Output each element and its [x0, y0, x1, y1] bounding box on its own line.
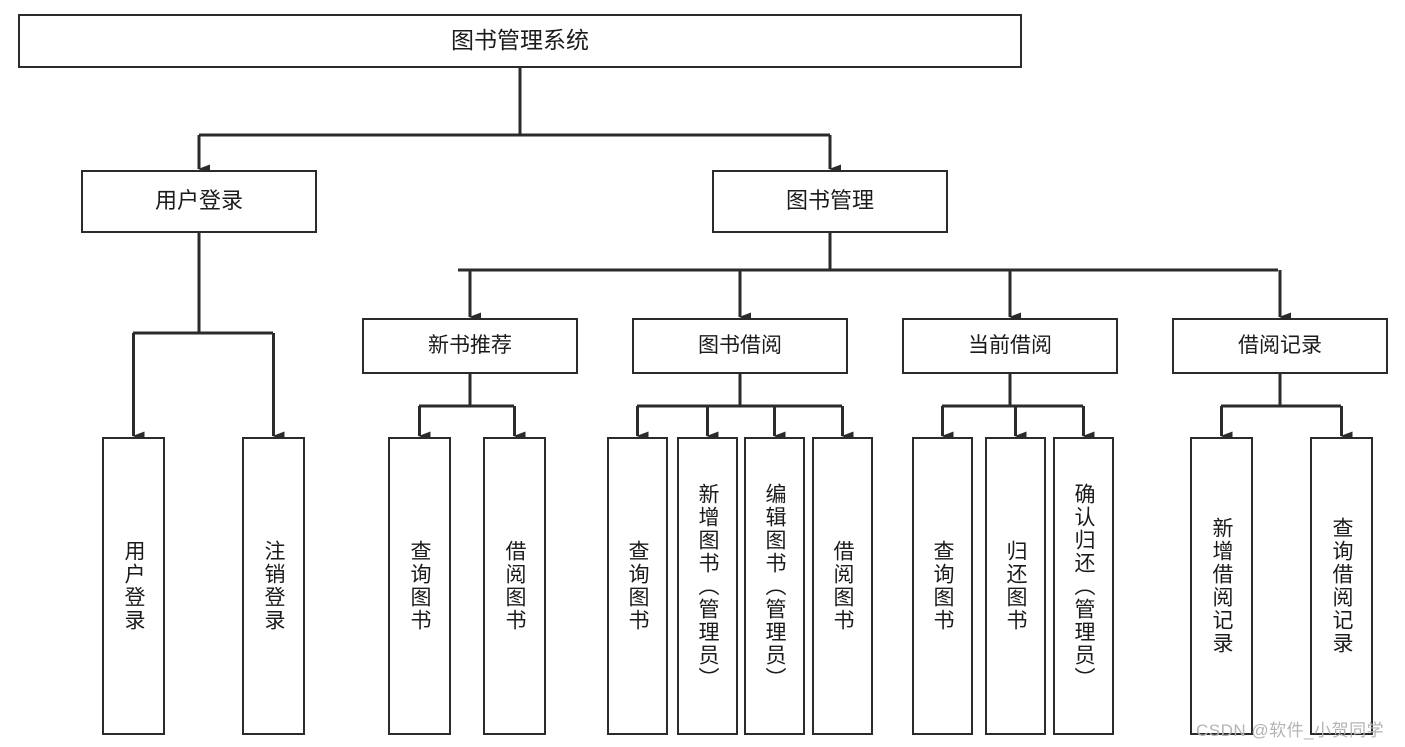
- leaf-return-book-label: 归还图书: [1004, 540, 1027, 632]
- leaf-query-book-current-label: 查询图书: [931, 540, 954, 632]
- node-current-borrow[interactable]: 当前借阅: [902, 318, 1118, 374]
- node-book-management-label: 图书管理: [785, 188, 874, 214]
- leaf-query-book-recommend[interactable]: 查询图书: [388, 437, 451, 735]
- leaf-query-borrow-record-label: 查询借阅记录: [1330, 517, 1353, 655]
- leaf-query-book-borrow-label: 查询图书: [626, 540, 649, 632]
- node-borrow-records[interactable]: 借阅记录: [1172, 318, 1388, 374]
- leaf-query-book-current[interactable]: 查询图书: [912, 437, 973, 735]
- node-book-management[interactable]: 图书管理: [712, 170, 948, 233]
- leaf-borrow-book-label: 借阅图书: [831, 540, 854, 632]
- csdn-watermark: CSDN @软件_小贺同学: [1196, 721, 1385, 740]
- leaf-user-login-label: 用户登录: [122, 540, 145, 632]
- leaf-confirm-return-admin-label: 确认归还（管理员）: [1072, 482, 1095, 690]
- node-root[interactable]: 图书管理系统: [18, 14, 1022, 68]
- leaf-add-book-admin-label: 新增图书（管理员）: [696, 482, 719, 690]
- node-new-book-recommend[interactable]: 新书推荐: [362, 318, 578, 374]
- leaf-query-book-borrow[interactable]: 查询图书: [607, 437, 668, 735]
- leaf-borrow-book-recommend-label: 借阅图书: [503, 540, 526, 632]
- leaf-return-book[interactable]: 归还图书: [985, 437, 1046, 735]
- leaf-add-book-admin[interactable]: 新增图书（管理员）: [677, 437, 738, 735]
- leaf-borrow-book[interactable]: 借阅图书: [812, 437, 873, 735]
- leaf-query-borrow-record[interactable]: 查询借阅记录: [1310, 437, 1373, 735]
- node-root-label: 图书管理系统: [451, 27, 589, 54]
- node-book-borrow-label: 图书借阅: [698, 333, 782, 357]
- node-book-borrow[interactable]: 图书借阅: [632, 318, 848, 374]
- leaf-user-login[interactable]: 用户登录: [102, 437, 165, 735]
- leaf-add-borrow-record[interactable]: 新增借阅记录: [1190, 437, 1253, 735]
- leaf-add-borrow-record-label: 新增借阅记录: [1210, 517, 1233, 655]
- leaf-logout[interactable]: 注销登录: [242, 437, 305, 735]
- node-borrow-records-label: 借阅记录: [1238, 333, 1322, 357]
- leaf-borrow-book-recommend[interactable]: 借阅图书: [483, 437, 546, 735]
- leaf-edit-book-admin-label: 编辑图书（管理员）: [763, 482, 786, 690]
- leaf-query-book-recommend-label: 查询图书: [408, 540, 431, 632]
- node-current-borrow-label: 当前借阅: [968, 333, 1052, 357]
- node-user-login-label: 用户登录: [154, 188, 243, 214]
- leaf-edit-book-admin[interactable]: 编辑图书（管理员）: [744, 437, 805, 735]
- node-new-book-recommend-label: 新书推荐: [428, 333, 512, 357]
- node-user-login[interactable]: 用户登录: [81, 170, 317, 233]
- leaf-confirm-return-admin[interactable]: 确认归还（管理员）: [1053, 437, 1114, 735]
- leaf-logout-label: 注销登录: [262, 540, 285, 632]
